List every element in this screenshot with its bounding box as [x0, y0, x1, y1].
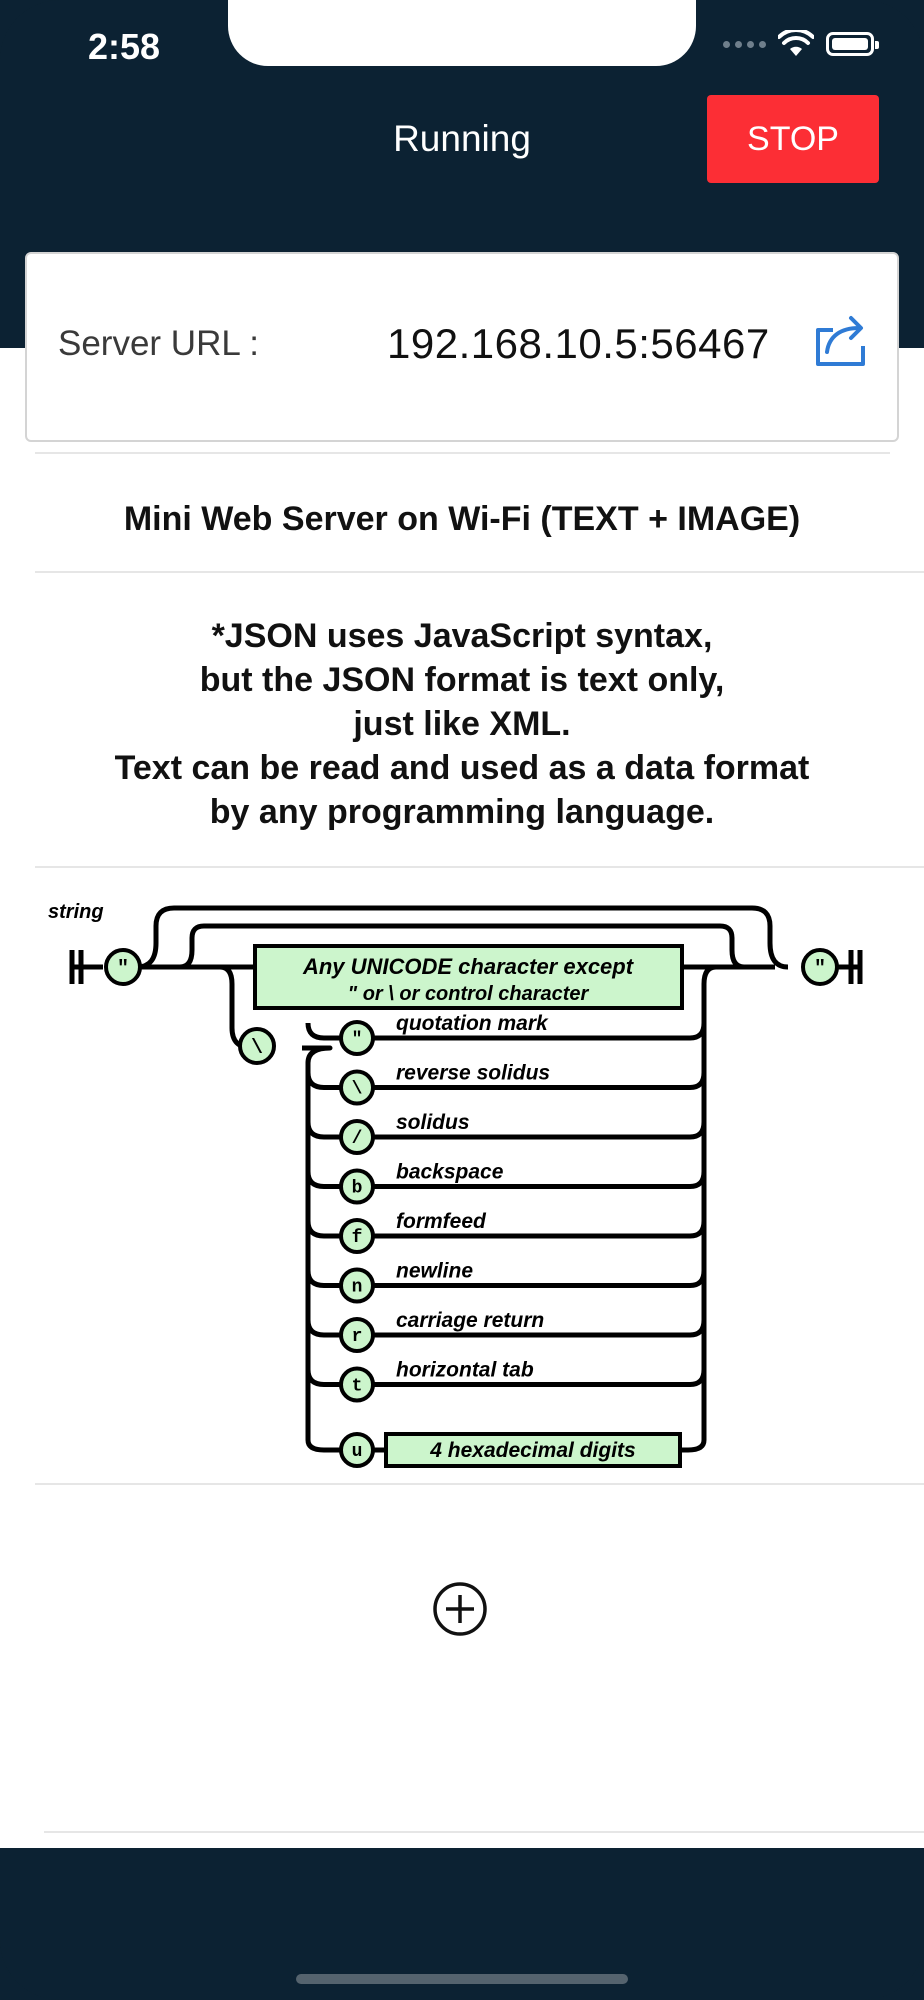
- hex-digits-box: [384, 1432, 682, 1468]
- escape-symbol: ": [352, 1030, 363, 1050]
- section-title: Mini Web Server on Wi-Fi (TEXT + IMAGE): [123, 500, 801, 538]
- escape-symbol-circle: [339, 1317, 375, 1353]
- escape-symbol: \: [352, 1080, 363, 1100]
- home-indicator[interactable]: [296, 1974, 628, 1984]
- diagram-label: string: [48, 901, 104, 923]
- plus-circle-icon[interactable]: [431, 1580, 489, 1638]
- description: *JSON uses JavaScript syntax, but the JS…: [0, 614, 924, 834]
- escape-label: solidus: [396, 1111, 470, 1134]
- escape-symbol-circle: [339, 1168, 375, 1205]
- escape-symbol-circle: [339, 1119, 375, 1155]
- escape-symbol: r: [352, 1327, 363, 1347]
- escape-symbol-circle: [339, 1366, 375, 1403]
- diagram-quote-symbol: ": [117, 958, 129, 981]
- page-title: Running: [393, 118, 531, 159]
- escape-symbol: b: [352, 1179, 363, 1199]
- escape-symbol-circle: [339, 1069, 375, 1106]
- divider: [44, 1831, 924, 1833]
- status-time: 2:58: [88, 26, 161, 67]
- escape-connector: [305, 1369, 707, 1387]
- escape-symbol: u: [352, 1442, 363, 1462]
- escape-label: formfeed: [396, 1210, 487, 1233]
- server-url-label: Server URL :: [58, 324, 259, 363]
- escape-label: backspace: [396, 1161, 504, 1184]
- diagram-box-text: Any UNICODE character except: [302, 954, 635, 979]
- battery-icon: [826, 32, 879, 56]
- escape-label: quotation mark: [396, 1012, 549, 1035]
- stop-button[interactable]: STOP: [707, 95, 879, 183]
- description-line: *JSON uses JavaScript syntax,: [211, 617, 713, 655]
- escape-connector: [305, 1072, 707, 1090]
- escape-symbol: f: [352, 1228, 363, 1248]
- description-line: by any programming language.: [209, 793, 715, 831]
- escape-label: 4 hexadecimal digits: [429, 1439, 635, 1462]
- diagram-backslash-symbol: \: [251, 1037, 263, 1060]
- share-icon[interactable]: [813, 308, 869, 368]
- escape-connector: [305, 1022, 707, 1041]
- escape-connector: [305, 1171, 707, 1189]
- escape-connector: [305, 1319, 707, 1338]
- cellular-signal-icon: [723, 40, 766, 48]
- escape-symbol: /: [352, 1129, 363, 1149]
- content-area: [0, 348, 924, 1848]
- escape-symbol-circle: [339, 1020, 375, 1056]
- escape-label: reverse solidus: [396, 1062, 550, 1085]
- escape-symbol: t: [352, 1377, 363, 1397]
- description-line: just like XML.: [353, 705, 571, 743]
- escape-symbol-circle: [339, 1218, 375, 1254]
- escape-symbol-circle: [339, 1267, 375, 1304]
- divider: [35, 866, 924, 868]
- escape-connector: [305, 1270, 707, 1288]
- server-url-card: Server URL : 192.168.10.5:56467: [25, 252, 899, 442]
- escape-connector: [305, 1121, 707, 1140]
- escape-label: horizontal tab: [396, 1359, 534, 1382]
- escape-label: carriage return: [396, 1309, 544, 1332]
- description-line: but the JSON format is text only,: [199, 661, 725, 699]
- diagram-quote-symbol: ": [814, 958, 826, 981]
- description-line: Text can be read and used as a data form…: [114, 749, 810, 787]
- diagram-box-text: " or \ or control character: [348, 983, 590, 1005]
- json-string-diagram: Any UNICODE character except " or \ or c…: [48, 901, 863, 1468]
- escape-symbol: n: [352, 1278, 363, 1298]
- divider: [35, 1483, 924, 1485]
- divider: [35, 571, 924, 573]
- server-url-value: 192.168.10.5:56467: [387, 320, 770, 367]
- escape-label: newline: [396, 1260, 473, 1283]
- divider: [35, 452, 890, 454]
- escape-connector: [305, 1220, 707, 1239]
- status-icons: [723, 30, 879, 58]
- wifi-icon: [778, 30, 814, 56]
- device-notch: [228, 0, 696, 66]
